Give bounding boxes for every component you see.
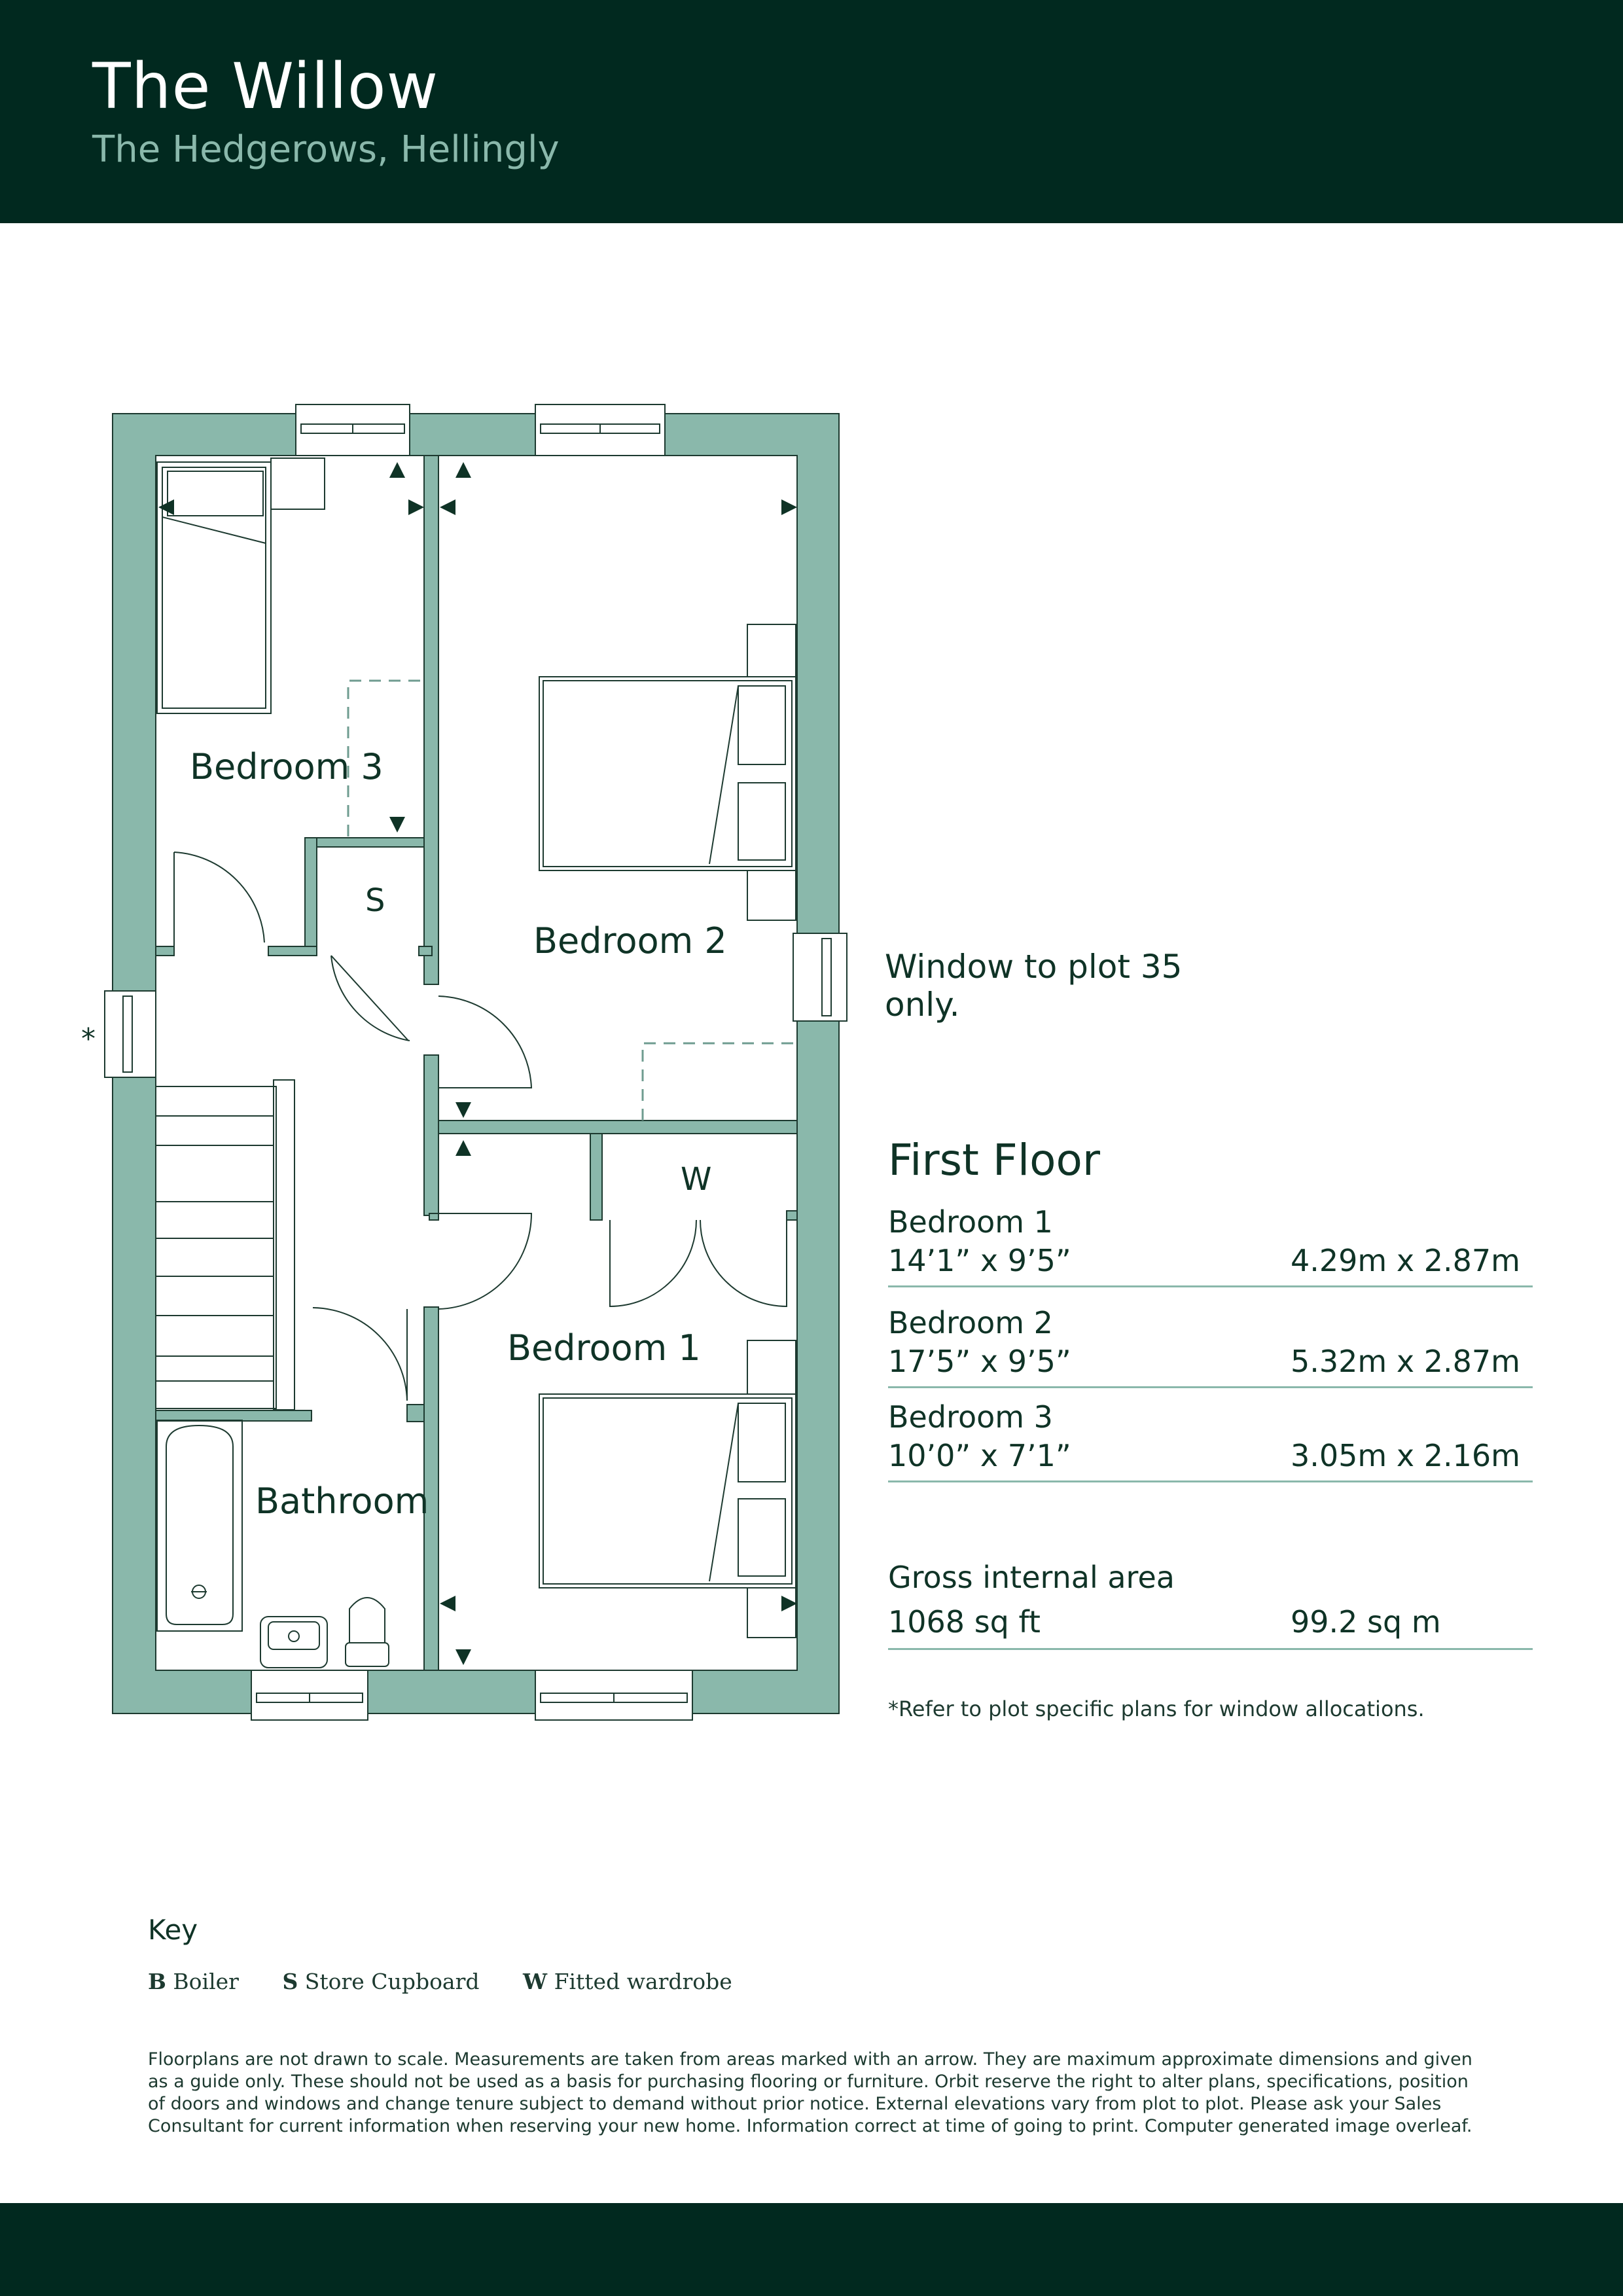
floor-title: First Floor xyxy=(888,1135,1101,1185)
room-label-bedroom2: Bedroom 2 xyxy=(533,920,727,961)
room-imperial: 14’1” x 9’5” xyxy=(888,1243,1071,1278)
key-item-wardrobe: W Fitted wardrobe xyxy=(523,1969,732,1994)
basin xyxy=(260,1616,328,1668)
window-top-right xyxy=(535,404,666,456)
room-row-bedroom3: Bedroom 3 10’0” x 7’1” 3.05m x 2.16m xyxy=(888,1398,1533,1482)
gia-metric: 99.2 sq m xyxy=(1291,1604,1441,1640)
room-imperial: 17’5” x 9’5” xyxy=(888,1344,1071,1379)
window-bottom-right xyxy=(535,1670,693,1721)
window-asterisk: * xyxy=(81,1022,96,1056)
window-top-left xyxy=(295,404,410,456)
dashed-zones xyxy=(347,679,797,1121)
window-right-plot35 xyxy=(793,933,847,1022)
room-metric: 4.29m x 2.87m xyxy=(1291,1243,1520,1278)
key-title: Key xyxy=(148,1914,198,1946)
furniture xyxy=(156,457,796,1668)
doors xyxy=(155,852,787,1401)
room-label-bathroom: Bathroom xyxy=(255,1480,429,1522)
double-bed-bedroom1 xyxy=(539,1340,796,1638)
room-row-bedroom2: Bedroom 2 17’5” x 9’5” 5.32m x 2.87m xyxy=(888,1304,1533,1388)
measurement-arrows xyxy=(158,462,797,1665)
room-name: Bedroom 1 xyxy=(888,1204,1053,1240)
windows xyxy=(104,404,847,1721)
page-subtitle: The Hedgerows, Hellingly xyxy=(92,128,560,171)
window-allocation-note: *Refer to plot specific plans for window… xyxy=(888,1696,1425,1721)
gia-imperial: 1068 sq ft xyxy=(888,1604,1041,1640)
room-label-bedroom1: Bedroom 1 xyxy=(507,1327,701,1369)
gia-label: Gross internal area xyxy=(888,1560,1175,1595)
double-bed-bedroom2 xyxy=(539,624,796,921)
room-label-bedroom3: Bedroom 3 xyxy=(190,746,383,787)
single-bed xyxy=(156,457,325,714)
header-bar: The Willow The Hedgerows, Hellingly xyxy=(0,0,1623,223)
window-bottom-left xyxy=(251,1670,368,1721)
room-label-wardrobe: W xyxy=(681,1161,711,1198)
page-title: The Willow xyxy=(92,50,439,123)
room-row-bedroom1: Bedroom 1 14’1” x 9’5” 4.29m x 2.87m xyxy=(888,1203,1533,1287)
bath xyxy=(156,1420,243,1632)
room-imperial: 10’0” x 7’1” xyxy=(888,1438,1071,1473)
plot35-window-note: Window to plot 35 only. xyxy=(885,948,1183,1024)
window-left xyxy=(104,990,156,1078)
staircase xyxy=(155,1079,295,1410)
key-item-boiler: B Boiler xyxy=(148,1969,239,1994)
room-metric: 5.32m x 2.87m xyxy=(1291,1344,1520,1379)
outer-walls xyxy=(112,413,840,1714)
disclaimer-text: Floorplans are not drawn to scale. Measu… xyxy=(148,2049,1472,2136)
internal-walls xyxy=(155,455,798,1671)
key-legend: B Boiler S Store Cupboard W Fitted wardr… xyxy=(148,1969,769,1994)
room-metric: 3.05m x 2.16m xyxy=(1291,1438,1520,1473)
gross-internal-area: Gross internal area 1068 sq ft 99.2 sq m xyxy=(888,1558,1533,1650)
room-name: Bedroom 3 xyxy=(888,1399,1053,1435)
footer-bar xyxy=(0,2203,1623,2296)
toilet xyxy=(345,1597,389,1667)
key-item-store: S Store Cupboard xyxy=(282,1969,480,1994)
room-label-store: S xyxy=(365,882,385,919)
room-name: Bedroom 2 xyxy=(888,1305,1053,1340)
